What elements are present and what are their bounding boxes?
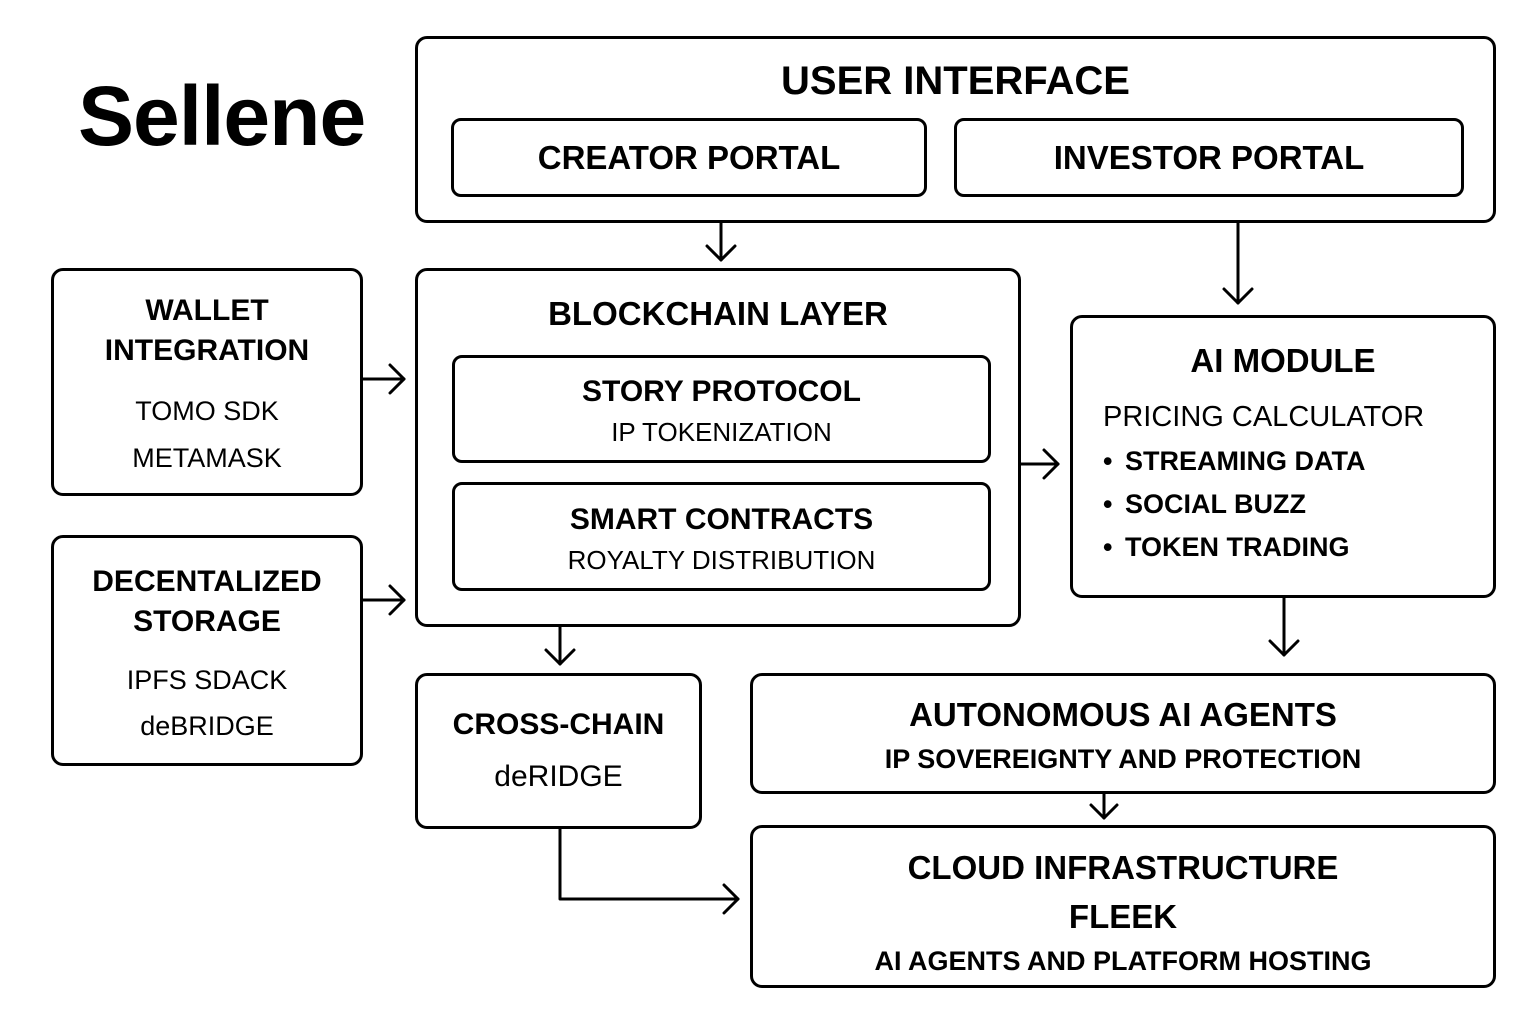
investor-portal-label: INVESTOR PORTAL [1053,139,1365,176]
arrow-ui-to-blockchain [705,221,737,262]
cross-chain-sub: deRIDGE [494,760,623,793]
storage-title-line2: STORAGE [133,605,281,638]
wallet-item-tomo-sdk: TOMO SDK [135,396,279,426]
diagram-title: Sellene [78,69,366,163]
bullet-dot: • [1103,446,1113,476]
cloud-infrastructure-title: CLOUD INFRASTRUCTURE [907,849,1339,886]
arrow-blockchain-to-cross-chain [544,625,576,666]
creator-portal-label: CREATOR PORTAL [537,139,841,176]
autonomous-ai-agents-box: AUTONOMOUS AI AGENTS IP SOVEREIGNTY AND … [750,673,1496,794]
user-interface-box: USER INTERFACE CREATOR PORTAL INVESTOR P… [415,36,1496,223]
investor-portal-box: INVESTOR PORTAL [954,118,1464,197]
wallet-integration-box: WALLET INTEGRATION TOMO SDK METAMASK [51,268,363,496]
blockchain-layer-title: BLOCKCHAIN LAYER [548,295,888,332]
blockchain-layer-box: BLOCKCHAIN LAYER STORY PROTOCOL IP TOKEN… [415,268,1021,627]
bullet-label: TOKEN TRADING [1125,532,1350,562]
cloud-provider-fleek: FLEEK [1068,898,1178,935]
wallet-item-metamask: METAMASK [132,443,282,473]
arrow-blockchain-to-ai-module [1019,448,1060,480]
wallet-title-line1: WALLET [145,294,269,327]
arrow-cross-chain-to-cloud [558,827,740,915]
story-protocol-title: STORY PROTOCOL [582,375,861,408]
bullet-streaming-data: • STREAMING DATA [1103,446,1365,489]
arrow-ai-module-to-agents [1268,596,1300,657]
smart-contracts-title: SMART CONTRACTS [569,503,874,536]
bullet-dot: • [1103,532,1113,562]
wallet-title-line2: INTEGRATION [104,334,310,367]
arrow-investor-to-ai-module [1222,221,1254,305]
cloud-infrastructure-box: CLOUD INFRASTRUCTURE FLEEK AI AGENTS AND… [750,825,1496,988]
bullet-label: STREAMING DATA [1125,446,1366,476]
bullet-dot: • [1103,489,1113,519]
ai-module-title: AI MODULE [1190,342,1376,379]
arrow-storage-to-blockchain [361,584,406,616]
storage-item-debridge: deBRIDGE [140,711,274,741]
story-protocol-box: STORY PROTOCOL IP TOKENIZATION [452,355,991,463]
ai-module-box: AI MODULE PRICING CALCULATOR • STREAMING … [1070,315,1496,598]
smart-contracts-sub: ROYALTY DISTRIBUTION [567,545,876,575]
decentralized-storage-box: DECENTALIZED STORAGE IPFS SDACK deBRIDGE [51,535,363,766]
ai-module-bullet-list: • STREAMING DATA • SOCIAL BUZZ • TOKEN TRAD… [1103,446,1365,575]
autonomous-ai-agents-sub: IP SOVEREIGNTY AND PROTECTION [884,744,1362,774]
storage-item-ipfs: IPFS SDACK [126,665,288,695]
story-protocol-sub: IP TOKENIZATION [611,417,832,447]
cross-chain-title: CROSS-CHAIN [452,708,665,741]
cross-chain-box: CROSS-CHAIN deRIDGE [415,673,702,829]
arrow-wallet-to-blockchain [361,363,406,395]
bullet-token-trading: • TOKEN TRADING [1103,532,1365,575]
autonomous-ai-agents-title: AUTONOMOUS AI AGENTS [909,696,1337,733]
pricing-calculator-label: PRICING CALCULATOR [1103,401,1425,433]
smart-contracts-box: SMART CONTRACTS ROYALTY DISTRIBUTION [452,482,991,591]
user-interface-title: USER INTERFACE [781,59,1130,103]
bullet-label: SOCIAL BUZZ [1125,489,1306,519]
cloud-infrastructure-sub: AI AGENTS AND PLATFORM HOSTING [874,946,1372,976]
bullet-social-buzz: • SOCIAL BUZZ [1103,489,1365,532]
arrow-agents-to-cloud [1089,792,1119,820]
creator-portal-box: CREATOR PORTAL [451,118,927,197]
storage-title-line1: DECENTALIZED [92,565,322,598]
